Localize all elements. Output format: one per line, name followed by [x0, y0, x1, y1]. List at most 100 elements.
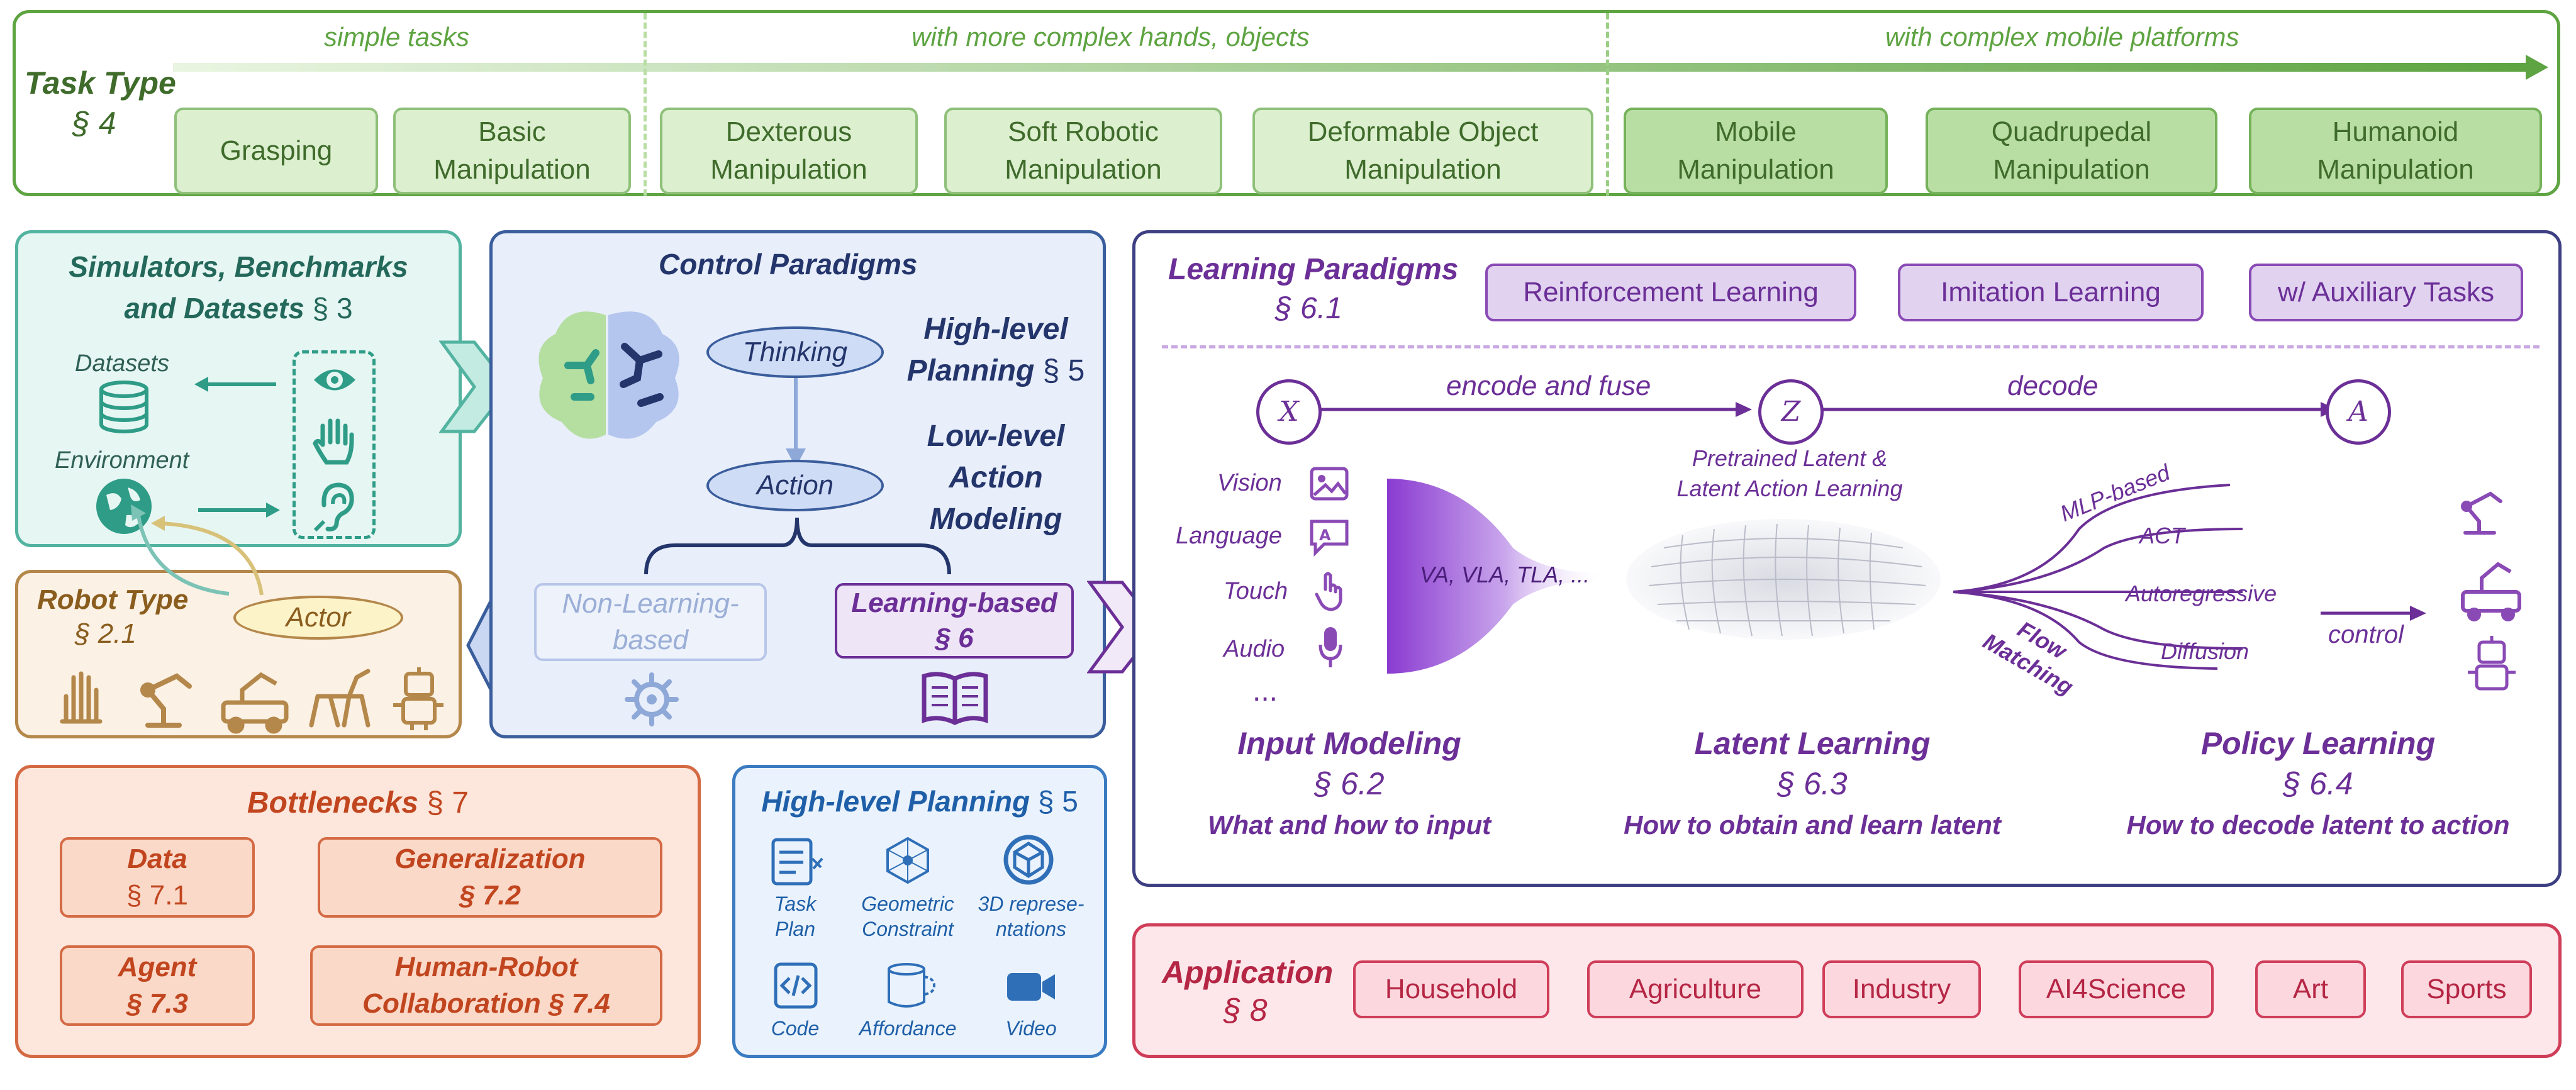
node-z[interactable]: Z — [1758, 379, 1824, 445]
simulators-title: Simulators, Benchmarks and Datasets § 3 — [69, 250, 408, 325]
app-industry[interactable]: Industry — [1822, 960, 1981, 1018]
affordance-icon — [888, 963, 935, 1008]
bottleneck-generalization[interactable]: Generalization§ 7.2 — [318, 837, 662, 918]
hlp-item-video: Video — [1005, 1017, 1057, 1040]
input-language: Language — [1176, 523, 1283, 549]
app-agriculture[interactable]: Agriculture — [1587, 960, 1804, 1018]
high-level-label: High-level Planning § 5 — [906, 313, 1085, 387]
chevron-right-icon — [439, 340, 512, 433]
environment-label: Environment — [55, 447, 189, 474]
task-type-panel: simple tasks with more complex hands, ob… — [13, 10, 2560, 196]
paradigm-divider — [1162, 345, 2540, 348]
stage-divider — [644, 13, 647, 196]
thinking-to-action-arrow — [786, 378, 806, 467]
task-type-section: § 4 — [72, 106, 116, 141]
latent-caption: Pretrained Latent & Latent Action Learni… — [1676, 445, 1903, 501]
hlp-title: High-level Planning § 5 — [761, 785, 1078, 818]
paradigm-aux[interactable]: w/ Auxiliary Tasks — [2249, 264, 2523, 321]
geometric-constraint-icon — [886, 837, 929, 884]
learning-title: Learning Paradigms — [1168, 253, 1459, 286]
robot-type-panel: Robot Type § 2.1 Actor — [15, 570, 462, 738]
bottleneck-agent[interactable]: Agent§ 7.3 — [60, 945, 255, 1026]
node-a[interactable]: A — [2326, 379, 2391, 445]
funnel-label: VA, VLA, TLA, ... — [1420, 562, 1590, 587]
gear-icon — [625, 672, 679, 726]
learning-based-chip[interactable]: Learning-based § 6 — [835, 583, 1074, 659]
task-plan-icon — [771, 838, 823, 886]
paradigm-rl[interactable]: Reinforcement Learning — [1485, 264, 1856, 321]
bottlenecks-title: Bottlenecks § 7 — [247, 786, 469, 820]
policy-diffusion: Diffusion — [2161, 638, 2250, 664]
encode-decode-flow — [1313, 402, 2337, 417]
node-x[interactable]: X — [1256, 379, 1322, 445]
svg-text:A: A — [1319, 526, 1331, 544]
ear-icon — [313, 482, 354, 532]
simulators-panel: Simulators, Benchmarks and Datasets § 3 … — [15, 230, 462, 547]
task-type-title: Task Type — [25, 65, 176, 101]
robot-icons — [60, 667, 443, 734]
app-household[interactable]: Household — [1353, 960, 1549, 1018]
task-chip-grasping[interactable]: Grasping — [174, 108, 378, 194]
app-ai4science[interactable]: AI4Science — [2019, 960, 2214, 1018]
stage-label: with more complex hands, objects — [912, 22, 1310, 52]
brace — [644, 517, 951, 575]
control-title: Control Paradigms — [659, 248, 918, 281]
mobile-robot-icon — [221, 672, 289, 734]
arrow-left — [194, 377, 276, 392]
input-touch: Touch — [1224, 578, 1288, 604]
task-progress-arrow — [173, 55, 2548, 80]
arrow-right — [198, 503, 280, 518]
database-icon — [99, 381, 148, 433]
language-icon: A — [1310, 520, 1349, 557]
input-audio: Audio — [1224, 636, 1285, 662]
non-learning-chip[interactable]: Non-Learning- based — [534, 583, 767, 661]
bottleneck-data[interactable]: Data§ 7.1 — [60, 837, 255, 918]
humanoid-robot-icon — [2468, 636, 2516, 691]
thinking-node[interactable]: Thinking — [706, 326, 884, 378]
stage-divider — [1606, 13, 1609, 196]
brain-icon — [538, 311, 679, 439]
application-section: § 8 — [1224, 993, 1268, 1028]
robot-type-title: Robot Type — [37, 584, 189, 615]
actor-loop-arrows — [131, 504, 264, 596]
bottlenecks-panel: Bottlenecks § 7 Data§ 7.1 Generalization… — [15, 765, 701, 1058]
input-more: ... — [1252, 674, 1278, 708]
latent-mesh — [1626, 519, 1941, 640]
latent-learning-column: Latent Learning § 6.3 How to obtain and … — [1624, 726, 2001, 840]
mobile-robot-icon — [2461, 562, 2521, 621]
hlp-item-3d: 3D represe-ntations — [978, 893, 1084, 940]
action-node[interactable]: Action — [706, 460, 884, 511]
app-art[interactable]: Art — [2255, 960, 2366, 1018]
chevron-right-icon — [1087, 581, 1160, 674]
app-sports[interactable]: Sports — [2401, 960, 2532, 1018]
robot-arm-icon — [2461, 491, 2502, 535]
control-label: control — [2328, 621, 2404, 648]
policy-autoregressive: Autoregressive — [2126, 581, 2277, 606]
touch-icon — [1315, 572, 1342, 611]
robot-hand-icon — [60, 671, 103, 724]
input-vision: Vision — [1217, 470, 1282, 496]
policy-fan — [1953, 484, 2243, 670]
datasets-label: Datasets — [75, 350, 169, 377]
application-panel: Application § 8 Household Agriculture In… — [1132, 923, 2562, 1058]
low-level-label: Low-level Action Modeling — [927, 420, 1065, 536]
hlp-item-affordance: Affordance — [859, 1017, 957, 1040]
hlp-item-code: Code — [771, 1017, 820, 1040]
stage-label: simple tasks — [324, 22, 470, 52]
robot-output-icons — [2461, 491, 2521, 691]
microphone-icon — [1319, 627, 1342, 667]
paradigm-il[interactable]: Imitation Learning — [1898, 264, 2204, 321]
application-title: Application — [1162, 955, 1334, 990]
hand-icon — [313, 418, 354, 465]
code-icon — [774, 962, 818, 1009]
control-arrow — [2321, 606, 2426, 621]
